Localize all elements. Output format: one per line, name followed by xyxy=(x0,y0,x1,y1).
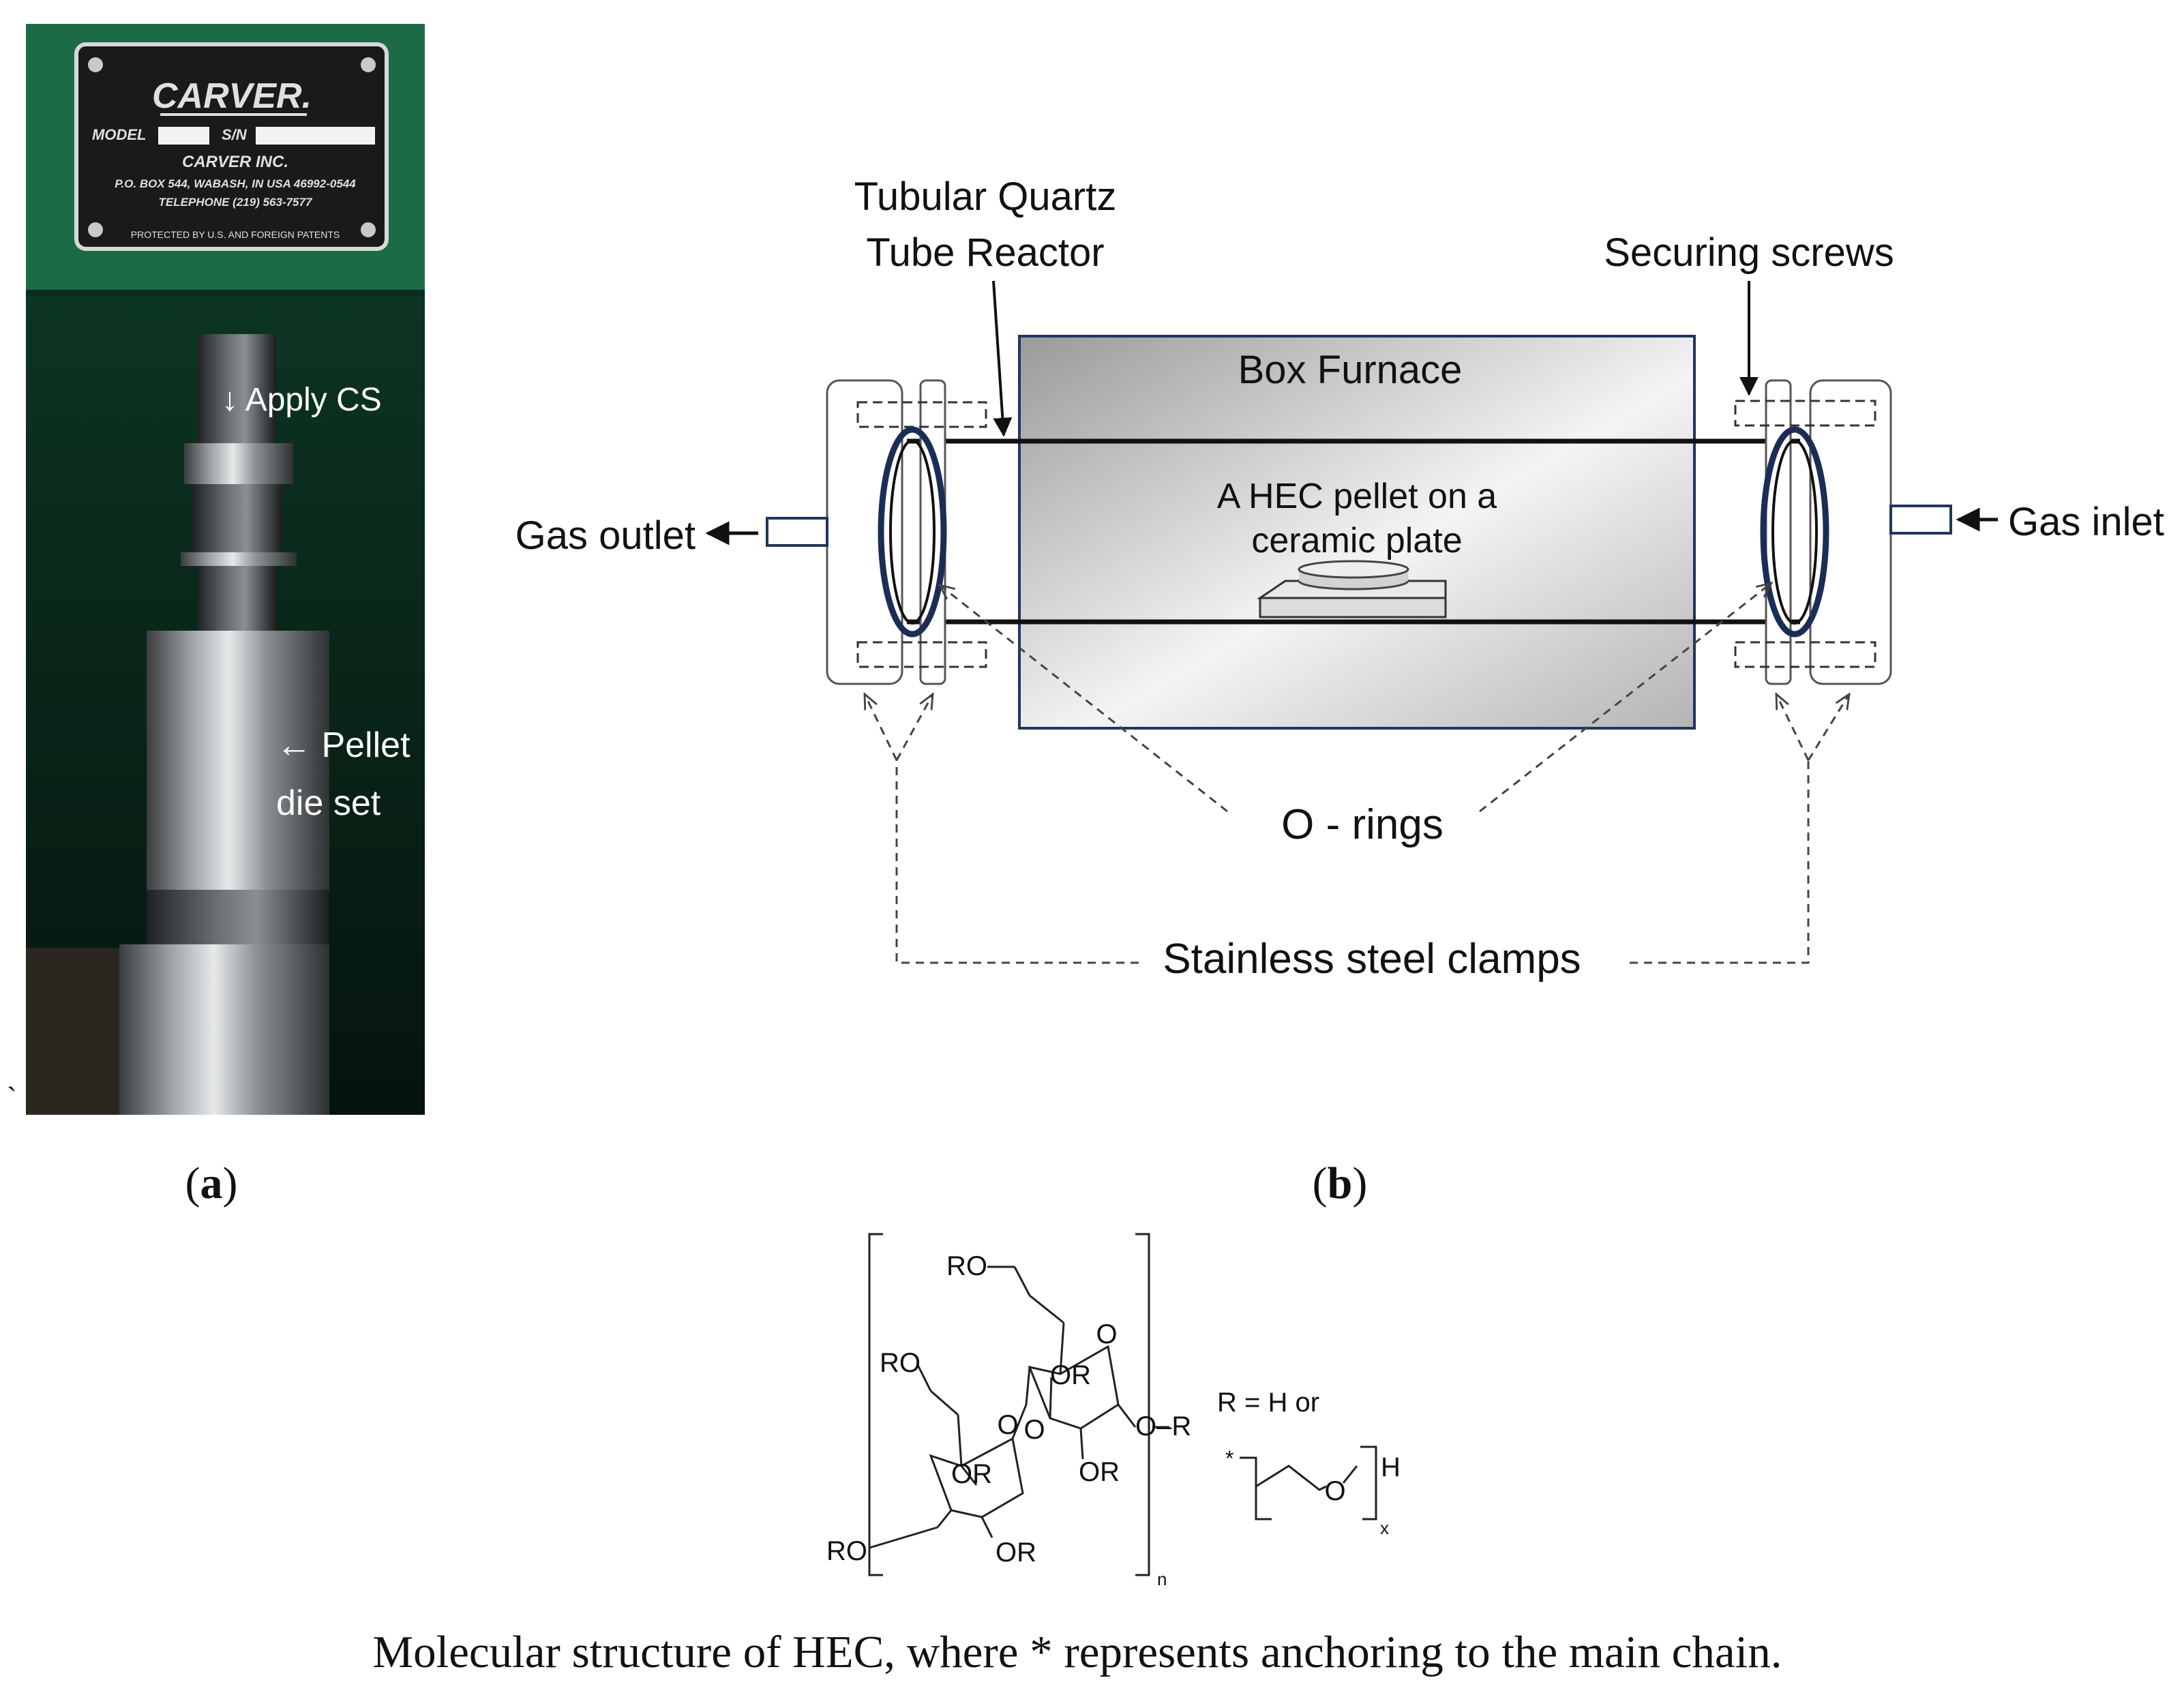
o-ring-right xyxy=(1760,426,1829,638)
gas-outlet-port xyxy=(766,517,828,547)
securing-screw xyxy=(856,401,987,428)
chain-o: O xyxy=(1324,1476,1345,1506)
svg-text:(b): (b) xyxy=(1313,1158,1368,1208)
apply-cs-label: ↓ Apply CS xyxy=(222,382,382,418)
securing-screw xyxy=(856,641,987,668)
securing-screws-label: Securing screws xyxy=(1604,230,1894,275)
carver-name-plate: CARVER. MODEL S/N CARVER INC. P.O. BOX 5… xyxy=(74,42,389,251)
plate-model-label: MODEL xyxy=(92,126,146,143)
subscript-n: n xyxy=(1157,1569,1167,1589)
o-ring-leader-left xyxy=(940,585,1228,813)
or-upper-ring-bottom: OR xyxy=(1079,1457,1120,1487)
clamps-label: Stainless steel clamps xyxy=(1163,935,1581,983)
pellet-label-line1: ← Pellet xyxy=(276,725,410,765)
clamp-leader-right xyxy=(1630,760,1810,964)
anchor-star: * xyxy=(1225,1446,1233,1471)
or-lower-ring-bottom: OR xyxy=(996,1538,1036,1568)
panel-b-schematic: Box Furnace A HEC pellet on a ceramic pl… xyxy=(515,175,2164,983)
hec-molecule xyxy=(868,1233,1169,1576)
plate-sn-label: S/N xyxy=(222,126,248,143)
ro-top: RO xyxy=(946,1251,987,1281)
pellet-label-line1: A HEC pellet on a xyxy=(1217,477,1497,516)
caption-b-letter: b xyxy=(1328,1158,1353,1208)
chain-h: H xyxy=(1381,1452,1401,1482)
plate-company: CARVER INC. xyxy=(182,153,288,171)
plate-address: P.O. BOX 544, WABASH, IN USA 46992-0544 xyxy=(115,177,356,190)
plate-screw xyxy=(361,57,376,72)
reactor-label-line1: Tubular Quartz xyxy=(854,175,1117,219)
left-clamp xyxy=(826,379,987,685)
securing-screw xyxy=(1734,641,1876,668)
subscript-x: x xyxy=(1380,1518,1389,1538)
o-r-end: O–R xyxy=(1135,1411,1191,1441)
clamp-leader-left xyxy=(895,760,1139,964)
securing-screw xyxy=(1734,400,1876,427)
tick-mark: ` xyxy=(7,1081,17,1115)
reactor-label-line2: Tube Reactor xyxy=(866,230,1104,275)
ro-left: RO xyxy=(880,1348,921,1378)
o-rings-label: O - rings xyxy=(1281,801,1443,848)
caption-b: (b) xyxy=(1313,1158,1368,1208)
or-upper-ring: OR xyxy=(1050,1360,1091,1390)
repeat-bracket-left xyxy=(868,1233,883,1576)
r-definition: R = H or xyxy=(1217,1388,1319,1418)
plate-screw xyxy=(88,222,103,237)
plate-telephone: TELEPHONE (219) 563-7577 xyxy=(159,196,313,209)
right-clamp xyxy=(1734,379,1892,685)
side-chain xyxy=(1240,1445,1377,1520)
gas-outlet-label: Gas outlet xyxy=(515,513,695,558)
pellet-label-line2: ceramic plate xyxy=(1251,521,1462,560)
caption-a-letter: a xyxy=(200,1158,223,1208)
hec-molecule-labels: RO O OR O O–R OR n RO O OR RO OR R = H o… xyxy=(826,1251,1401,1589)
ro-bottom-left: RO xyxy=(826,1536,867,1566)
svg-text:(a): (a) xyxy=(185,1158,238,1208)
o-ring-lower: O xyxy=(997,1410,1018,1440)
gas-inlet-port xyxy=(1889,505,1952,535)
box-furnace-label: Box Furnace xyxy=(1238,348,1463,392)
plate-screw xyxy=(88,57,103,72)
reactor-arrow xyxy=(992,280,1013,437)
or-lower-ring: OR xyxy=(951,1459,992,1489)
figure-caption: Molecular structure of HEC, where * repr… xyxy=(373,1627,1782,1677)
plate-brand: CARVER. xyxy=(152,76,312,116)
o-ring-left xyxy=(878,426,947,638)
box-furnace xyxy=(1018,335,1696,730)
o-ring-upper: O xyxy=(1096,1319,1117,1349)
gas-inlet-label: Gas inlet xyxy=(2008,500,2164,544)
o-ring-leader-right xyxy=(1479,583,1771,813)
caption-a: (a) xyxy=(185,1158,238,1208)
pellet-label-line2: die set xyxy=(276,783,381,823)
plate-screw xyxy=(361,222,376,237)
plate-patents: PROTECTED BY U.S. AND FOREIGN PATENTS xyxy=(131,229,340,240)
panel-a-photo: CARVER. MODEL S/N CARVER INC. P.O. BOX 5… xyxy=(26,24,425,1115)
repeat-bracket-right xyxy=(1135,1233,1150,1576)
pellet-die-stack xyxy=(26,334,329,1115)
o-link: O xyxy=(1023,1415,1045,1445)
hec-pellet xyxy=(1298,560,1409,590)
